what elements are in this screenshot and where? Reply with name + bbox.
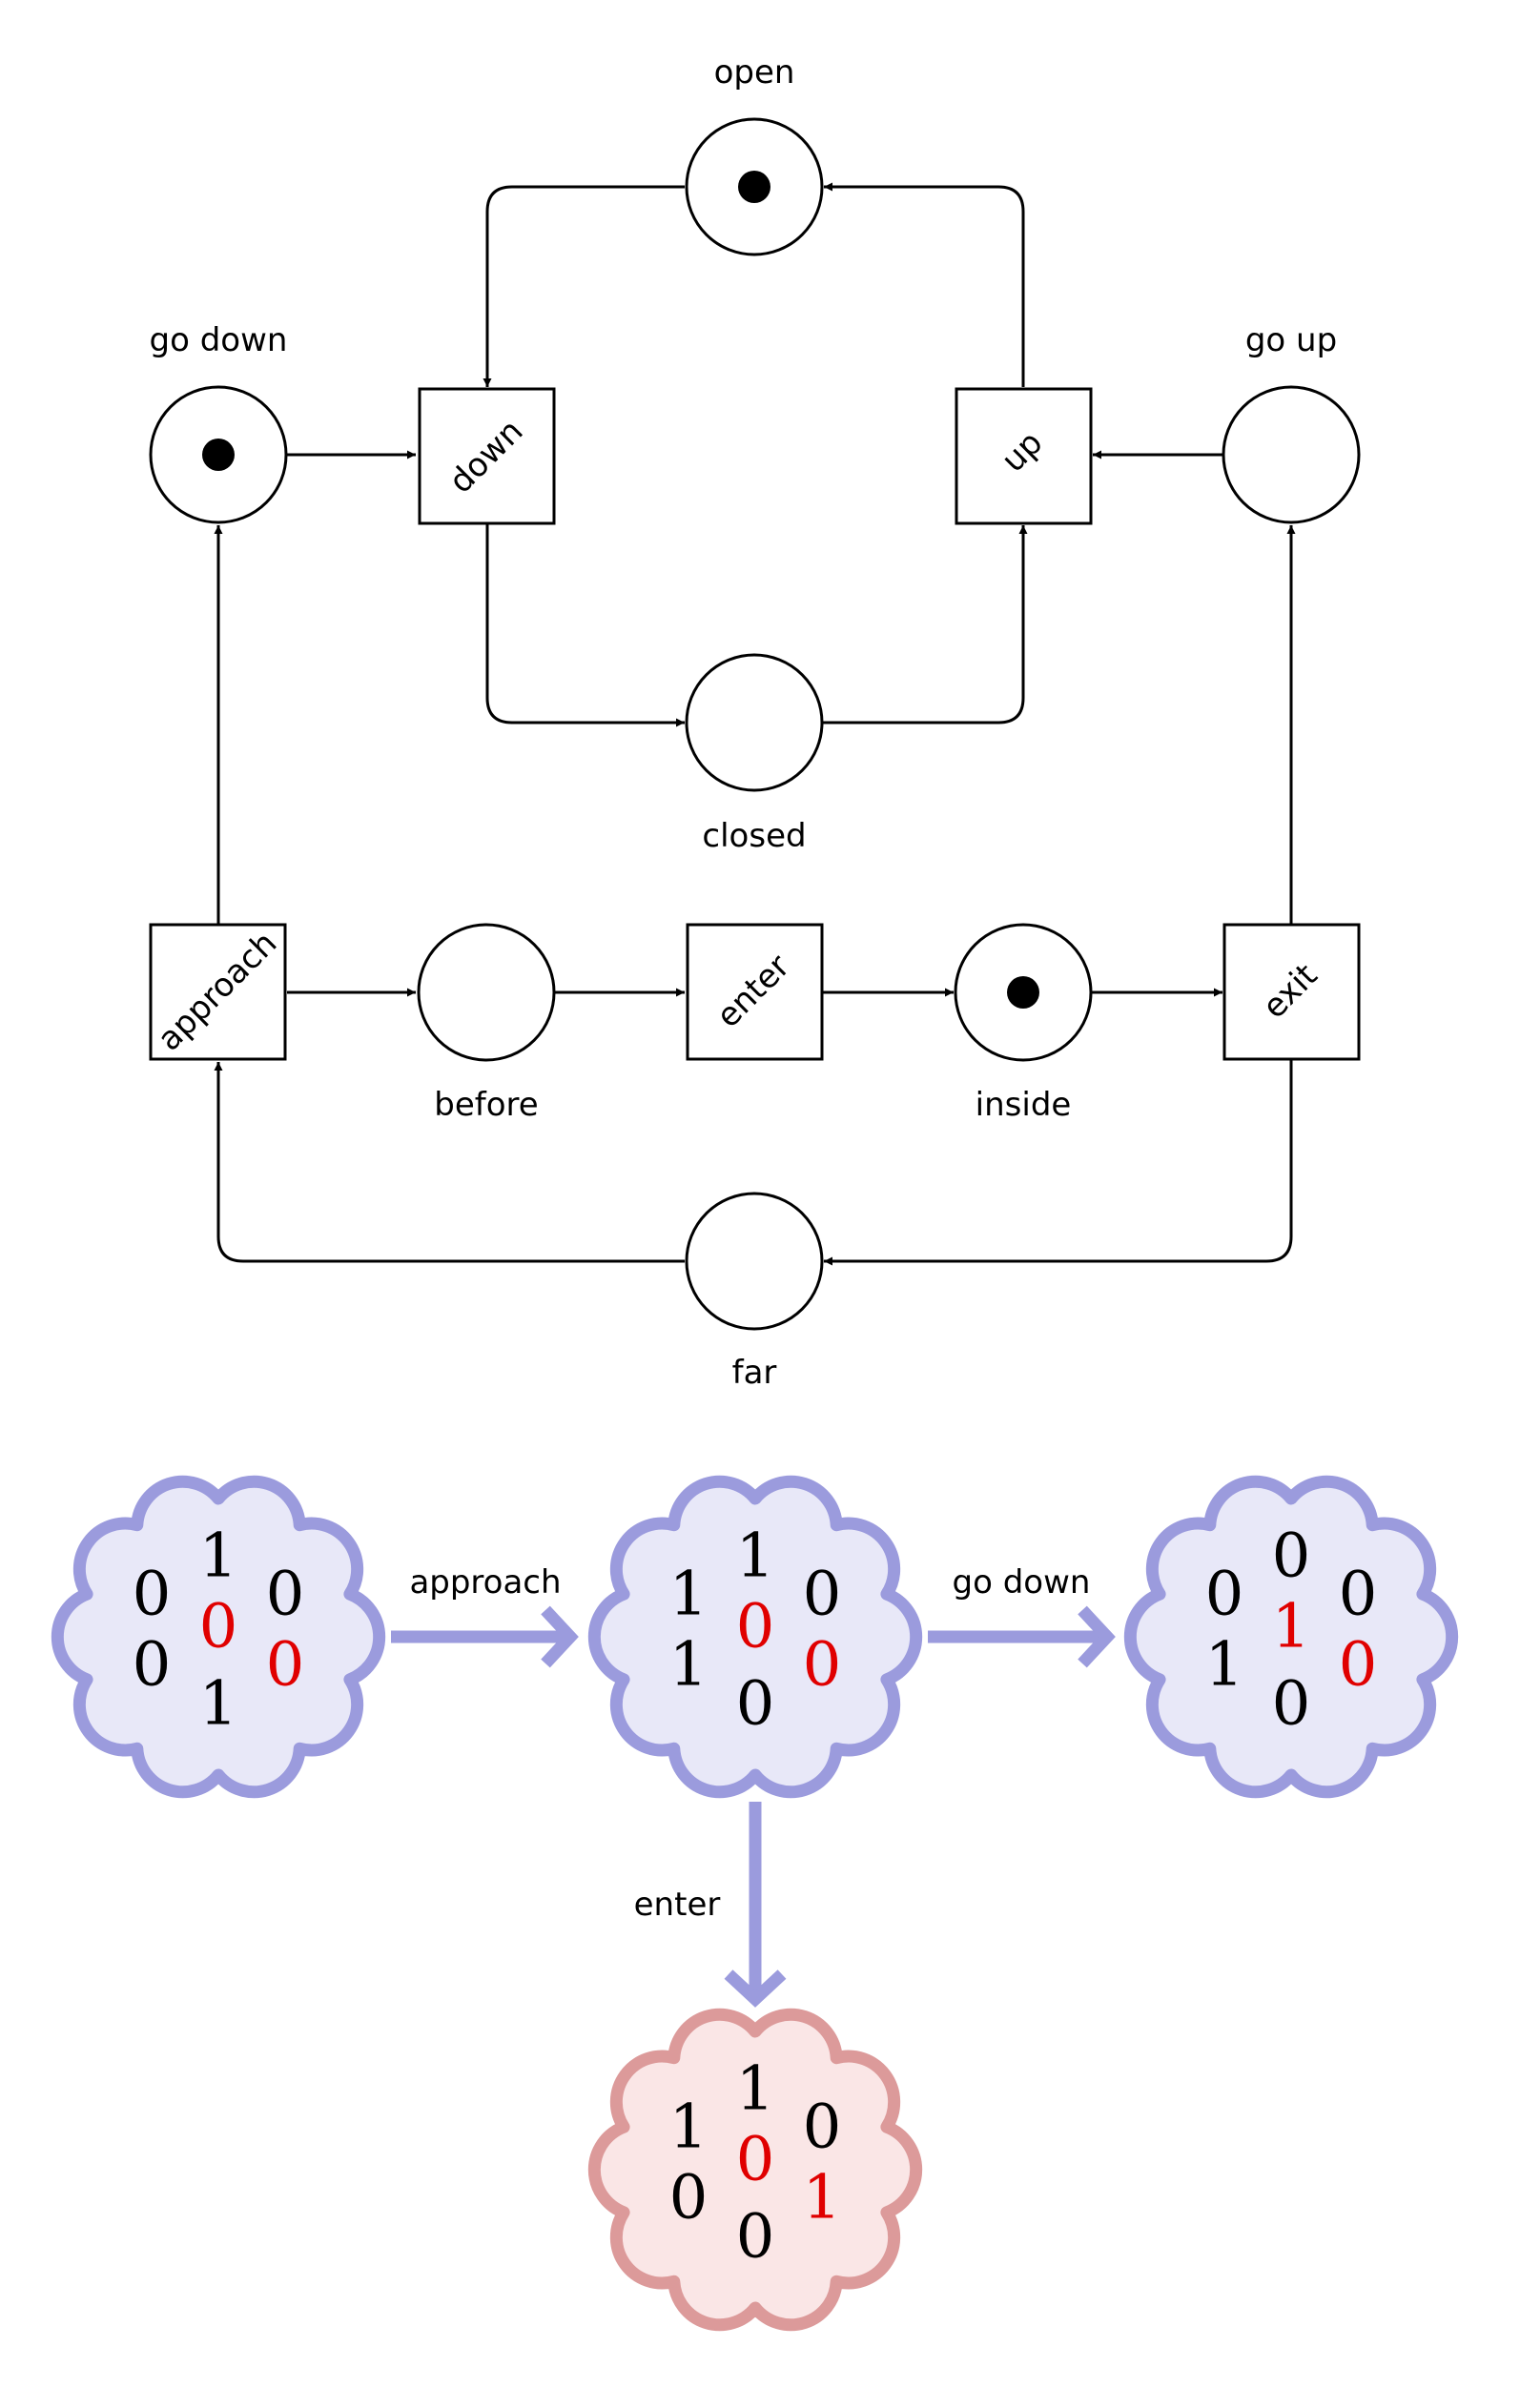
state-digit-left-bottom: 0: [669, 2163, 709, 2234]
state-digit-top: 0: [1272, 1521, 1311, 1592]
state-digit-bottom: 0: [736, 2202, 775, 2273]
state-digit-right-bottom: 1: [803, 2163, 842, 2234]
state-digit-bottom: 0: [736, 1669, 775, 1740]
state-cloud-s2: [1123, 1475, 1459, 1799]
state-digit-left-bottom: 1: [669, 1630, 709, 1701]
state-digit-bottom: 0: [1272, 1669, 1311, 1740]
place-before: [417, 923, 556, 1062]
state-digit-top: 1: [736, 2054, 775, 2125]
state-digit-center: 1: [1272, 1592, 1311, 1663]
state-digit-left-bottom: 0: [133, 1630, 172, 1701]
place-far: [685, 1192, 824, 1331]
state-cloud-s0: [51, 1475, 386, 1799]
token-open: [738, 171, 770, 203]
state-cloud-s1: [587, 1475, 923, 1799]
state-digit-center: 0: [736, 1592, 775, 1663]
place-label-inside: inside: [976, 1086, 1072, 1124]
place-label-closed: closed: [702, 817, 806, 855]
state-digit-left-bottom: 1: [1205, 1630, 1244, 1701]
place-label-go-up: go up: [1245, 321, 1337, 359]
state-digit-right-bottom: 0: [803, 1630, 842, 1701]
token-inside: [1007, 976, 1039, 1009]
state-digit-bottom: 1: [199, 1669, 238, 1740]
place-label-far: far: [732, 1354, 777, 1392]
state-digit-right-top: 0: [803, 2092, 842, 2163]
state-digit-right-bottom: 0: [266, 1630, 305, 1701]
state-digit-left-top: 1: [669, 2092, 709, 2163]
token-go-down: [202, 439, 235, 471]
state-digit-center: 0: [199, 1592, 238, 1663]
edge-arrowhead-approach: [541, 1605, 579, 1668]
arc-far-approach: [214, 1062, 685, 1263]
edge-arrowhead-enter: [724, 1969, 787, 2008]
transition-exit: [1222, 923, 1361, 1061]
transition-approach: [149, 923, 287, 1061]
petri-net: [149, 117, 1361, 1331]
arc-open-down: [483, 185, 685, 387]
state-digit-right-top: 0: [1339, 1560, 1378, 1630]
state-digit-right-top: 0: [266, 1560, 305, 1630]
transition-down: [418, 387, 556, 525]
arc-up-open: [824, 182, 1025, 387]
edge-label-enter: enter: [634, 1886, 721, 1924]
state-digit-center: 0: [736, 2125, 775, 2195]
state-digit-top: 1: [736, 1521, 775, 1592]
place-go-up: [1222, 385, 1361, 524]
arc-exit-far: [824, 1060, 1293, 1266]
state-digit-left-top: 0: [1205, 1560, 1244, 1630]
transition-up: [955, 387, 1093, 525]
edge-label-go-down: go down: [953, 1563, 1091, 1602]
state-digit-left-top: 1: [669, 1560, 709, 1630]
arc-down-closed: [485, 523, 685, 727]
arc-closed-up: [822, 525, 1028, 724]
place-closed: [685, 653, 824, 792]
state-digit-left-top: 0: [133, 1560, 172, 1630]
place-label-before: before: [434, 1086, 538, 1124]
state-digit-right-bottom: 0: [1339, 1630, 1378, 1701]
place-label-go-down: go down: [150, 321, 288, 359]
state-digit-top: 1: [199, 1521, 238, 1592]
state-edges: [391, 1605, 1116, 2008]
transition-enter: [686, 923, 824, 1061]
state-cloud-s3: [587, 2008, 923, 2332]
place-label-open: open: [714, 53, 795, 92]
edge-arrowhead-go-down: [1078, 1605, 1116, 1668]
state-digit-right-top: 0: [803, 1560, 842, 1630]
edge-label-approach: approach: [409, 1563, 561, 1602]
